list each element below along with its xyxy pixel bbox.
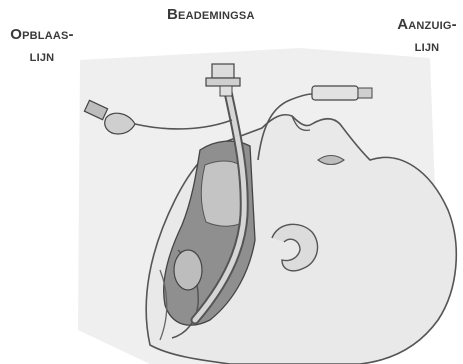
tube-connector-neck	[220, 86, 232, 96]
tube-connector	[212, 64, 234, 78]
tube-connector-base	[206, 78, 240, 86]
suction-tip	[358, 88, 372, 98]
tube-cuff	[174, 250, 202, 290]
suction-connector	[312, 86, 358, 100]
